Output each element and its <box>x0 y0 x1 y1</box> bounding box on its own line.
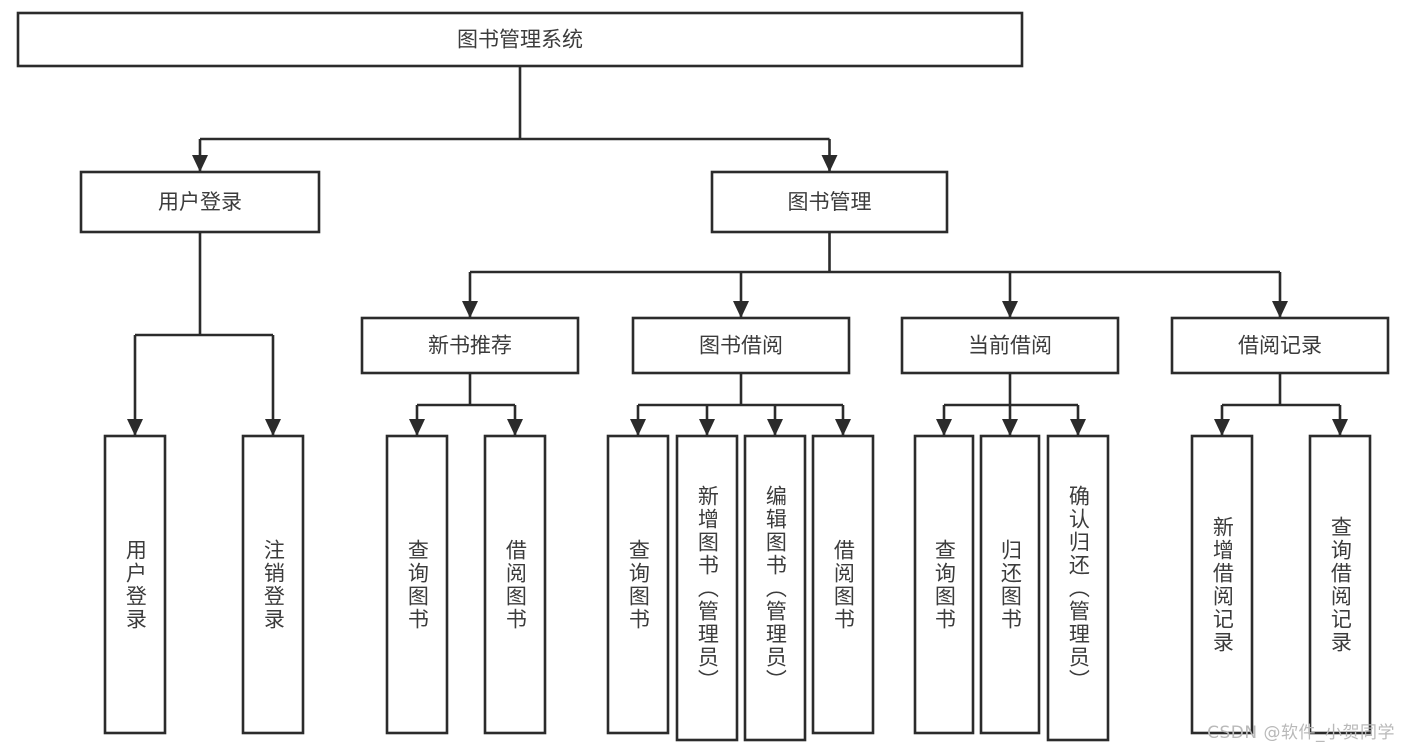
node-box <box>385 434 449 735</box>
node-box <box>16 11 1024 68</box>
arrow-down-icon <box>1002 419 1018 436</box>
node-图书借阅[interactable]: 图书借阅 <box>631 316 851 375</box>
node-box <box>979 434 1041 735</box>
arrow-down-icon <box>699 419 715 436</box>
node-用户登录[interactable]: 用户登录 <box>79 170 321 234</box>
node-注销登录[interactable] <box>241 434 305 735</box>
arrow-down-icon <box>936 419 952 436</box>
node-新增借阅记录[interactable] <box>1190 434 1254 735</box>
node-label-当前借阅: 当前借阅 <box>968 334 1052 358</box>
node-新增图书管理员[interactable] <box>675 434 739 742</box>
node-box <box>900 316 1120 375</box>
node-box <box>360 316 580 375</box>
node-box <box>1190 434 1254 735</box>
node-确认归还管理员[interactable] <box>1046 434 1110 742</box>
arrow-down-icon <box>1002 301 1018 318</box>
connector-layer <box>127 66 1348 436</box>
node-box <box>631 316 851 375</box>
arrow-down-icon <box>835 419 851 436</box>
arrow-down-icon <box>1272 301 1288 318</box>
node-box <box>606 434 670 735</box>
node-label-用户登录: 用户登录 <box>158 190 242 214</box>
node-label-图书管理系统: 图书管理系统 <box>457 28 583 52</box>
arrow-down-icon <box>821 155 838 172</box>
node-图书管理[interactable]: 图书管理 <box>710 170 949 234</box>
node-借阅图书[interactable] <box>811 434 875 735</box>
watermark-credit: CSDN @软件_小贺同学 <box>1207 723 1395 743</box>
node-用户登录[interactable] <box>103 434 167 735</box>
node-box <box>483 434 547 735</box>
arrow-down-icon <box>127 419 143 436</box>
arrow-down-icon <box>265 419 281 436</box>
arrow-down-icon <box>630 419 646 436</box>
node-借阅图书[interactable] <box>483 434 547 735</box>
node-查询图书[interactable] <box>913 434 975 735</box>
node-查询图书[interactable] <box>385 434 449 735</box>
node-box <box>913 434 975 735</box>
node-box <box>79 170 321 234</box>
node-归还图书[interactable] <box>979 434 1041 735</box>
node-label-图书借阅: 图书借阅 <box>699 334 783 358</box>
arrow-down-icon <box>1214 419 1230 436</box>
node-查询图书[interactable] <box>606 434 670 735</box>
node-box <box>743 434 807 742</box>
arrow-down-icon <box>192 155 208 172</box>
arrow-down-icon <box>462 301 478 318</box>
node-label-图书管理: 图书管理 <box>788 190 872 214</box>
arrow-down-icon <box>1332 419 1348 436</box>
node-box <box>103 434 167 735</box>
arrow-down-icon <box>1070 419 1086 436</box>
node-编辑图书管理员[interactable] <box>743 434 807 742</box>
node-查询借阅记录[interactable] <box>1308 434 1372 735</box>
arrow-down-icon <box>767 419 783 436</box>
node-box <box>675 434 739 742</box>
node-借阅记录[interactable]: 借阅记录 <box>1170 316 1390 375</box>
node-当前借阅[interactable]: 当前借阅 <box>900 316 1120 375</box>
node-box <box>710 170 949 234</box>
arrow-down-icon <box>733 301 749 318</box>
node-box <box>811 434 875 735</box>
node-box <box>1308 434 1372 735</box>
arrow-down-icon <box>507 419 523 436</box>
node-label-新书推荐: 新书推荐 <box>428 334 512 358</box>
node-label-借阅记录: 借阅记录 <box>1238 334 1322 358</box>
node-新书推荐[interactable]: 新书推荐 <box>360 316 580 375</box>
arrow-down-icon <box>409 419 425 436</box>
node-box <box>1170 316 1390 375</box>
node-box <box>1046 434 1110 742</box>
node-box <box>241 434 305 735</box>
node-图书管理系统[interactable]: 图书管理系统 <box>16 11 1024 68</box>
